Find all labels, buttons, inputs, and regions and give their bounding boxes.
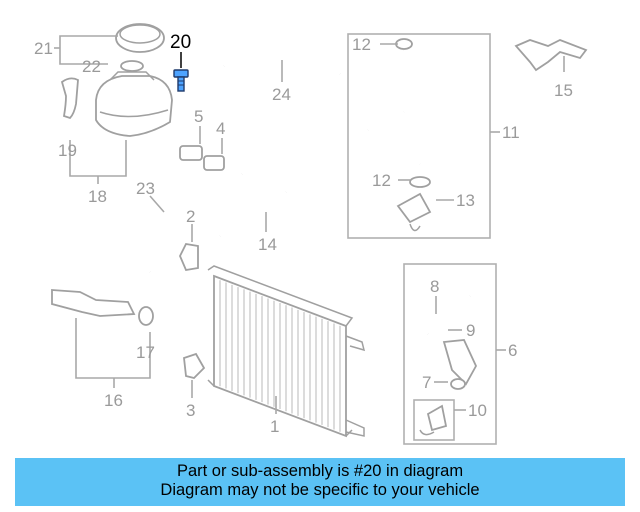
callout-21: 21 [34,39,53,58]
callout-19: 19 [58,141,77,160]
callout-2: 2 [186,207,195,226]
small-parts [179,126,225,398]
part-15 [514,39,588,72]
callout-15: 15 [554,81,573,100]
callout-18: 18 [88,187,107,206]
callout-10: 10 [468,401,487,420]
callout-17: 17 [136,343,155,362]
callout-11: 11 [502,123,520,142]
callout-6: 6 [508,341,517,360]
pipe-16-17 [51,289,154,388]
hoses [116,50,342,274]
callout-5: 5 [194,107,203,126]
callout-16: 16 [104,391,123,410]
callout-9: 9 [466,321,475,340]
callout-labels: 1 2 3 4 5 6 7 8 9 10 11 12 12 13 14 15 1… [34,32,573,436]
callout-1: 1 [270,417,279,436]
thermostat-box [347,33,500,239]
callout-12-top: 12 [352,35,371,54]
callout-8: 8 [430,277,439,296]
radiator-1 [207,265,366,438]
callout-13: 13 [456,191,475,210]
callout-23: 23 [136,179,155,198]
bolt-20-highlighted [173,52,189,92]
callout-22: 22 [82,57,101,76]
callout-12-bottom: 12 [372,171,391,190]
callout-24: 24 [272,85,291,104]
callout-7: 7 [422,373,431,392]
expansion-tank-group [54,23,173,184]
info-banner: Part or sub-assembly is #20 in diagram D… [15,458,625,506]
callout-3: 3 [186,401,195,420]
callout-20: 20 [170,32,191,53]
callout-4: 4 [216,119,225,138]
banner-line-1: Part or sub-assembly is #20 in diagram [176,462,464,480]
callout-14: 14 [258,235,277,254]
box-6-10 [403,263,506,445]
banner-line-2: Diagram may not be specific to your vehi… [160,481,480,499]
parts-diagram: 1 2 3 4 5 6 7 8 9 10 11 12 12 13 14 15 1… [34,23,588,445]
